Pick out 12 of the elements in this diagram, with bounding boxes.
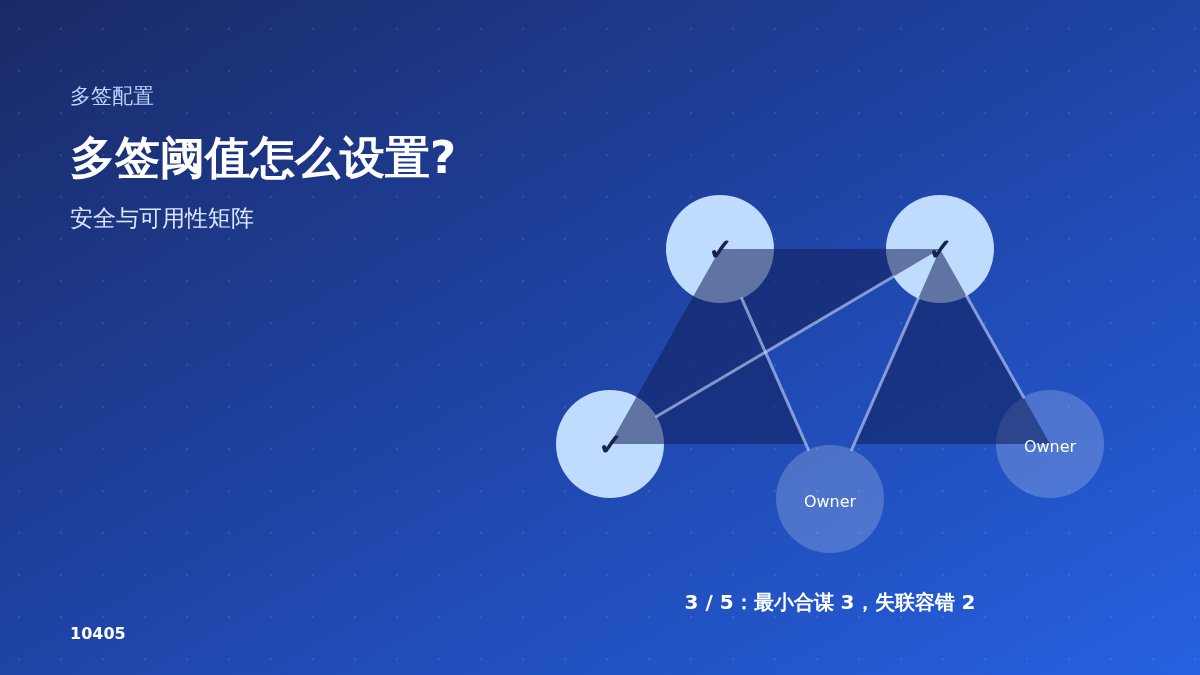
title: 多签阈值怎么设置? (70, 131, 457, 185)
connector-line (850, 296, 920, 452)
connector-line (655, 275, 895, 418)
subtitle: 安全与可用性矩阵 (70, 205, 254, 233)
check-mark: ✓ (597, 427, 623, 461)
kicker-text: 多签配置 (70, 84, 154, 110)
connector-line (740, 296, 810, 452)
connector-line (965, 294, 1025, 399)
footer-number: 10405 (70, 624, 126, 644)
caption: 3 / 5：最小合谋 3，失联容错 2 (684, 590, 976, 614)
node-label: Owner (803, 493, 857, 511)
node-label: Owner (1023, 438, 1077, 456)
